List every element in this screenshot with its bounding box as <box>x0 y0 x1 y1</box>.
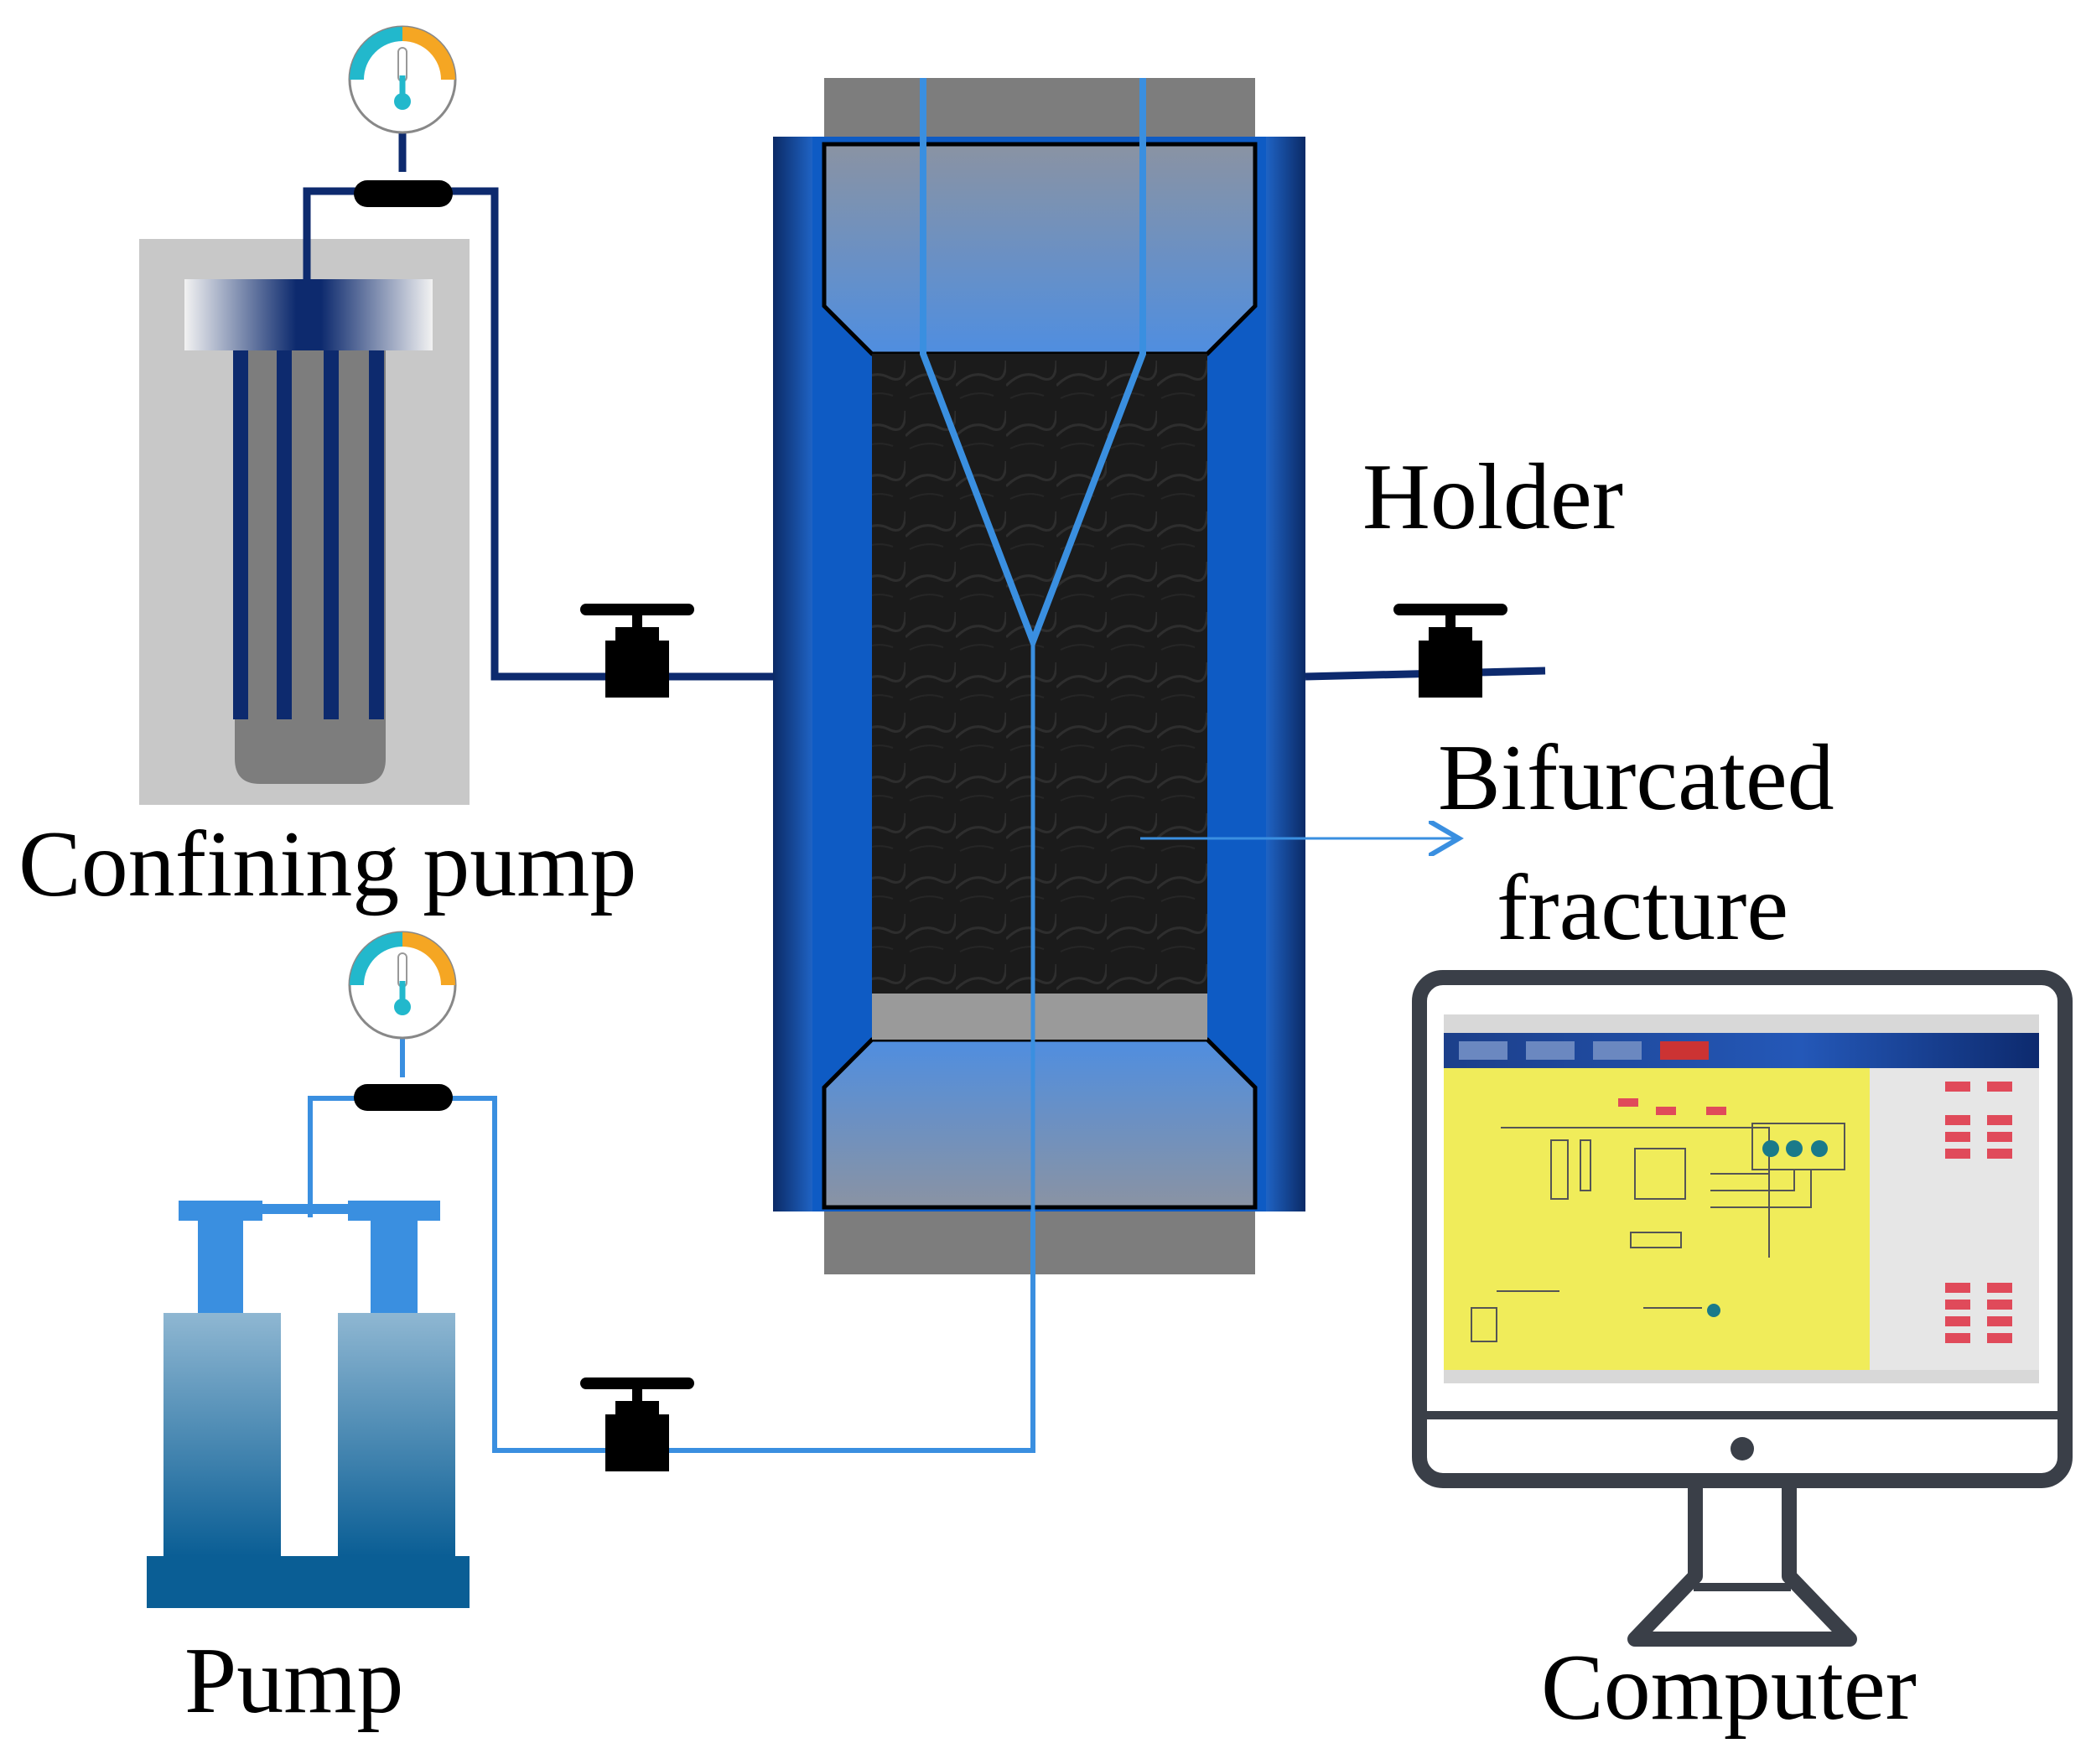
holder-upper-piston <box>822 142 1258 356</box>
confining-pump-label: Confining pump <box>18 812 636 916</box>
pressure-gauge-icon <box>348 931 457 1040</box>
pump-base <box>147 1556 470 1608</box>
valve-icon <box>580 1377 694 1471</box>
computer-label: Computer <box>1541 1636 1917 1740</box>
holder-left-wall <box>773 137 812 1211</box>
confining-tee-connector <box>354 180 453 207</box>
rock-core-sample <box>872 354 1207 994</box>
holder-lower-piston <box>822 1037 1258 1210</box>
confining-pump-rod <box>233 350 248 719</box>
pump-tee-connector <box>354 1084 453 1111</box>
confining-pump-cylinder <box>235 350 386 784</box>
valve-icon <box>1393 604 1507 698</box>
core-holder <box>773 78 1305 1274</box>
confining-pump-rod <box>369 350 384 719</box>
pressure-gauge-icon <box>348 25 457 134</box>
bifurcated-fracture-label-line2: fracture <box>1497 856 1788 960</box>
holder-right-wall <box>1266 137 1305 1211</box>
confining-pump <box>139 239 470 805</box>
confining-pump-rod <box>324 350 339 719</box>
bifurcated-fracture-label-line1: Bifurcated <box>1438 726 1834 830</box>
holder-label: Holder <box>1362 445 1623 549</box>
dual-cylinder-pump <box>147 1201 470 1608</box>
holder-lower-spacer <box>872 994 1207 1040</box>
pump-cylinder-left <box>163 1313 281 1556</box>
confining-pump-header <box>184 279 433 350</box>
holder-top-cap <box>824 78 1255 137</box>
monitor-screen <box>1444 1014 2039 1383</box>
pump-cylinder-right <box>338 1313 455 1556</box>
confining-pump-rod <box>277 350 292 719</box>
holder-bottom-cap <box>824 1211 1255 1274</box>
valve-icon <box>580 604 694 698</box>
pump-label: Pump <box>184 1629 403 1733</box>
monitor-icon <box>1412 970 2073 1647</box>
